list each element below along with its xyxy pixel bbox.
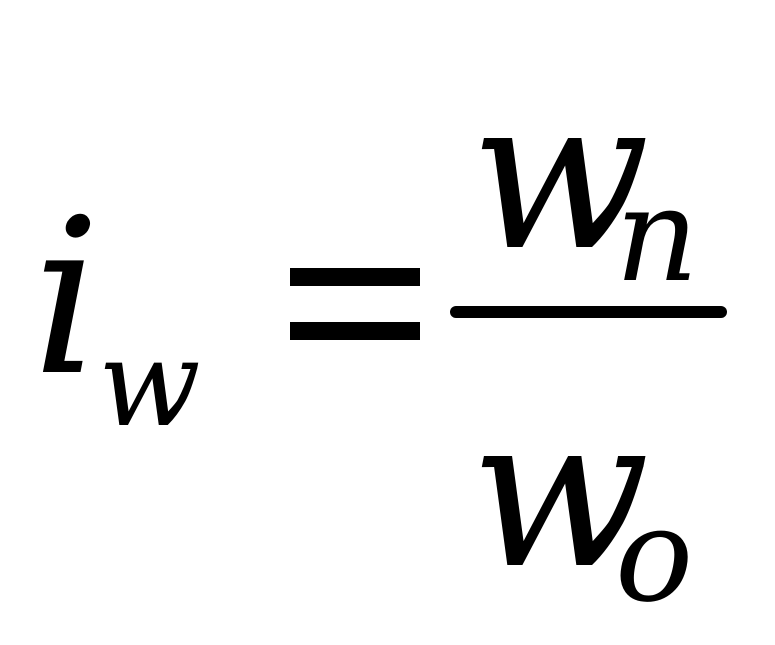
fraction-bar	[450, 306, 727, 318]
denominator-base-symbol: w	[470, 370, 650, 615]
denominator-subscript-symbol: o	[615, 479, 694, 631]
lhs-subscript-symbol: w	[98, 315, 201, 454]
equals-top-bar	[290, 268, 420, 286]
numerator-subscript-symbol: n	[615, 159, 699, 311]
equals-bottom-bar	[290, 322, 420, 340]
numerator-base-symbol: w	[470, 52, 650, 297]
lhs-base-symbol: i	[32, 172, 101, 423]
